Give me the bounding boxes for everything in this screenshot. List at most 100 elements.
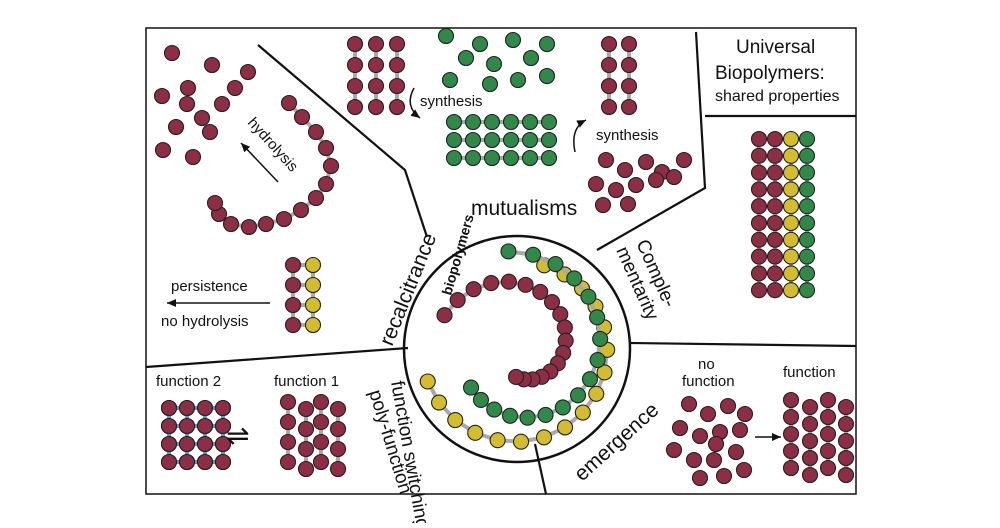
monomer-bead	[198, 437, 213, 452]
monomer-bead	[466, 115, 481, 130]
label-synthesis-left: synthesis	[420, 93, 483, 110]
monomer-bead	[506, 33, 521, 48]
section-mutualisms: mutualisms	[471, 197, 577, 220]
monomer-bead	[299, 422, 314, 437]
monomer-bead	[215, 97, 230, 112]
monomer-bead	[768, 132, 783, 147]
synthesis-grid-left	[348, 37, 405, 115]
monomer-bead	[768, 216, 783, 231]
spiral-green	[464, 244, 608, 425]
monomer-bead	[602, 100, 617, 115]
monomer-bead	[281, 395, 296, 410]
monomer-bead	[487, 402, 502, 417]
monomer-bead	[800, 216, 815, 231]
monomer-bead	[156, 143, 171, 158]
persistent-polymer	[286, 258, 321, 333]
monomer-bead	[677, 153, 692, 168]
monomer-bead	[567, 271, 582, 286]
monomer-bead	[533, 284, 548, 299]
monomer-bead	[180, 401, 195, 416]
monomer-bead	[447, 115, 462, 130]
monomer-bead	[485, 151, 500, 166]
monomer-bead	[784, 410, 799, 425]
title-line3: shared properties	[715, 88, 840, 105]
monomer-bead	[485, 115, 500, 130]
monomer-bead	[800, 249, 815, 264]
monomer-bead	[622, 58, 637, 73]
no-function-monomers	[667, 397, 753, 486]
monomer-bead	[839, 451, 854, 466]
monomer-bead	[768, 283, 783, 298]
monomer-bead	[466, 151, 481, 166]
monomer-bead	[752, 165, 767, 180]
monomer-bead	[198, 419, 213, 434]
monomer-bead	[800, 199, 815, 214]
monomer-bead	[309, 125, 324, 140]
label-synthesis-right: synthesis	[596, 127, 659, 144]
label-no-hydrolysis: no hydrolysis	[161, 313, 249, 330]
monomer-bead	[803, 400, 818, 415]
monomer-bead	[784, 232, 799, 247]
monomer-bead	[687, 453, 702, 468]
monomer-bead	[784, 393, 799, 408]
monomer-bead	[487, 57, 502, 72]
monomer-bead	[468, 425, 483, 440]
label-function-2: function 2	[156, 373, 221, 390]
monomer-bead	[504, 151, 519, 166]
monomer-bead	[319, 141, 334, 156]
monomer-bead	[526, 247, 541, 262]
monomer-bead	[602, 58, 617, 73]
monomer-bead	[575, 405, 590, 420]
monomer-bead	[800, 232, 815, 247]
monomer-bead	[439, 29, 454, 44]
function-1-polymer	[281, 395, 346, 477]
monomer-bead	[331, 462, 346, 477]
monomer-bead	[768, 182, 783, 197]
divider-recalcitrance-function	[146, 348, 408, 367]
monomer-bead	[165, 46, 180, 61]
monomer-bead	[259, 217, 274, 232]
loose-monomers-topleft	[155, 46, 256, 165]
monomer-bead	[784, 427, 799, 442]
monomer-bead	[821, 410, 836, 425]
monomer-bead	[800, 165, 815, 180]
monomer-bead	[348, 37, 363, 52]
monomer-bead	[286, 318, 301, 333]
label-function-1: function 1	[274, 373, 339, 390]
monomer-bead	[752, 199, 767, 214]
monomer-bead	[277, 212, 292, 227]
monomer-bead	[523, 115, 538, 130]
monomer-bead	[520, 410, 535, 425]
monomer-bead	[622, 79, 637, 94]
synthesis-left-arrow	[410, 88, 420, 118]
monomer-bead	[621, 197, 636, 212]
monomer-bead	[203, 125, 218, 140]
monomer-bead	[839, 468, 854, 483]
monomer-bead	[589, 386, 604, 401]
monomer-bead	[348, 79, 363, 94]
complementary-strands	[752, 132, 815, 298]
monomer-bead	[593, 331, 608, 346]
monomer-bead	[752, 216, 767, 231]
divider-function-emergence	[535, 444, 546, 494]
monomer-bead	[286, 278, 301, 293]
monomer-bead	[511, 73, 526, 88]
monomer-bead	[286, 258, 301, 273]
monomer-bead	[299, 462, 314, 477]
monomer-bead	[466, 282, 481, 297]
green-grid	[447, 115, 557, 166]
monomer-bead	[542, 133, 557, 148]
monomer-bead	[180, 455, 195, 470]
monomer-bead	[752, 283, 767, 298]
monomer-bead	[701, 407, 716, 422]
cyan-vertical-links	[162, 401, 231, 470]
monomer-bead	[768, 165, 783, 180]
monomer-bead	[667, 170, 682, 185]
monomer-bead	[319, 177, 334, 192]
monomer-bead	[523, 151, 538, 166]
monomer-bead	[504, 133, 519, 148]
monomer-bead	[537, 430, 552, 445]
monomer-bead	[821, 444, 836, 459]
monomer-bead	[784, 182, 799, 197]
